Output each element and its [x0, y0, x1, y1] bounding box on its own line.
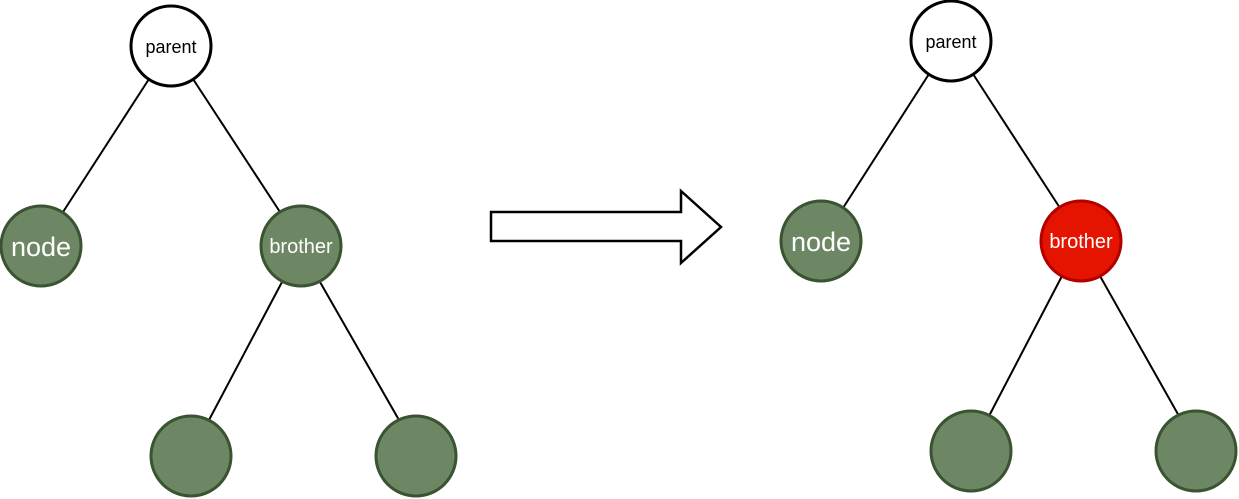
before-nephew-left-node [149, 414, 233, 498]
after-nephew-left-node [929, 409, 1013, 493]
after-edge-brother-nephew-right [1099, 275, 1180, 417]
after-brother-node: brother [1039, 199, 1123, 283]
after-node-label: node [791, 227, 851, 257]
after-parent-label: parent [925, 32, 976, 52]
after-nephew-right-node [1154, 409, 1238, 493]
before-edge-parent-node [62, 78, 150, 213]
before-parent-label: parent [145, 37, 196, 57]
transition-arrow-icon [489, 188, 723, 266]
before-parent-circle [129, 4, 213, 88]
before-nephew-right-node [374, 414, 458, 498]
after-parent-node: parent [909, 0, 993, 83]
after-node-node: node [779, 199, 863, 283]
after-nephew-left-circle [929, 409, 1013, 493]
before-nephew-right-circle [374, 414, 458, 498]
before-tree: parent node brother [0, 4, 458, 498]
before-edge-brother-nephew-left [208, 281, 283, 421]
before-node-circle [0, 204, 83, 288]
after-tree: parent node brother [779, 0, 1238, 493]
before-edge-parent-brother [192, 78, 281, 213]
before-brother-label: brother [269, 236, 333, 258]
before-node-label: node [11, 232, 71, 262]
before-nephew-left-circle [149, 414, 233, 498]
after-node-circle [779, 199, 863, 283]
after-edge-parent-node [842, 73, 930, 209]
after-nephew-right-circle [1154, 409, 1238, 493]
after-parent-circle [909, 0, 993, 83]
after-edge-brother-nephew-left [988, 275, 1063, 417]
after-edge-parent-brother [972, 73, 1061, 209]
after-brother-circle [1039, 199, 1123, 283]
before-node-node: node [0, 204, 83, 288]
before-edge-brother-nephew-right [319, 281, 400, 421]
before-brother-node: brother [259, 204, 343, 288]
after-brother-label: brother [1049, 231, 1113, 253]
before-parent-node: parent [129, 4, 213, 88]
before-brother-circle [259, 204, 343, 288]
